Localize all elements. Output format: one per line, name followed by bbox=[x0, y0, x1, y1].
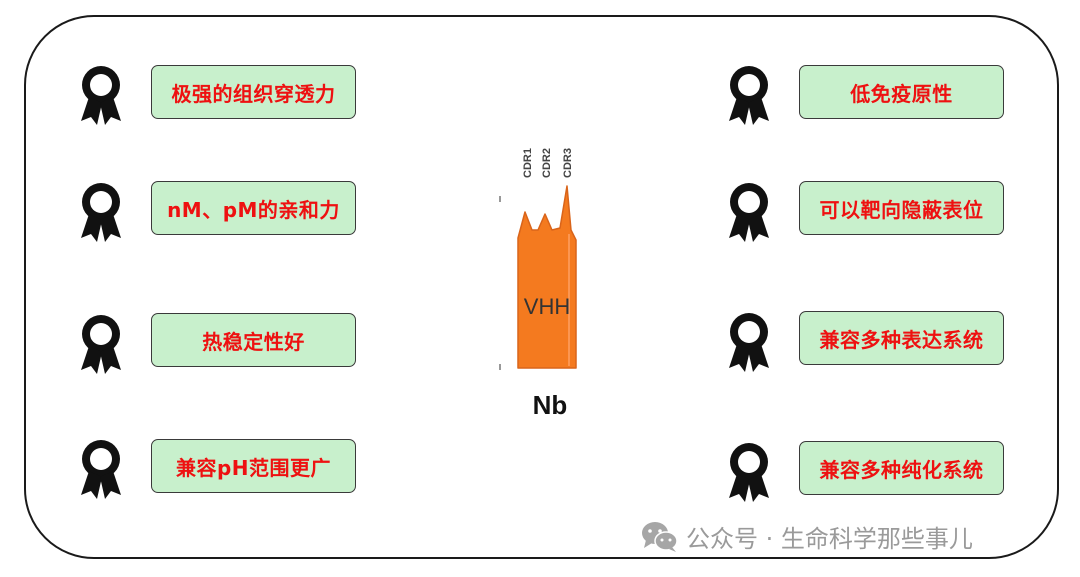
award-ribbon-icon bbox=[725, 180, 773, 244]
award-ribbon-icon bbox=[725, 63, 773, 127]
feature-left-2: nM、pM的亲和力 bbox=[151, 181, 356, 235]
wechat-icon bbox=[640, 519, 678, 553]
feature-right-2: 可以靶向隐蔽表位 bbox=[799, 181, 1004, 235]
vhh-domain-shape bbox=[517, 185, 577, 369]
feature-label: 兼容pH范围更广 bbox=[175, 455, 332, 480]
feature-label: 兼容多种表达系统 bbox=[819, 327, 984, 352]
feature-right-3: 兼容多种表达系统 bbox=[799, 311, 1004, 365]
award-ribbon-icon bbox=[725, 310, 773, 374]
award-ribbon-icon bbox=[77, 312, 125, 376]
feature-label: 热稳定性好 bbox=[202, 329, 305, 354]
feature-left-3: 热稳定性好 bbox=[151, 313, 356, 367]
watermark: 公众号 · 生命科学那些事儿 bbox=[640, 516, 973, 556]
cdr2-label: CDR2 bbox=[541, 148, 553, 178]
diagram-frame bbox=[24, 15, 1059, 559]
feature-right-1: 低免疫原性 bbox=[799, 65, 1004, 119]
feature-label: 极强的组织穿透力 bbox=[171, 81, 336, 106]
award-ribbon-icon bbox=[77, 437, 125, 501]
watermark-text: 公众号 · 生命科学那些事儿 bbox=[686, 524, 973, 553]
feature-label: 可以靶向隐蔽表位 bbox=[819, 197, 984, 222]
feature-label: nM、pM的亲和力 bbox=[167, 197, 340, 222]
feature-left-1: 极强的组织穿透力 bbox=[151, 65, 356, 119]
feature-label: 兼容多种纯化系统 bbox=[819, 457, 984, 482]
award-ribbon-icon bbox=[725, 440, 773, 504]
feature-label: 低免疫原性 bbox=[850, 81, 953, 106]
award-ribbon-icon bbox=[77, 180, 125, 244]
feature-right-4: 兼容多种纯化系统 bbox=[799, 441, 1004, 495]
cdr1-label: CDR1 bbox=[522, 148, 534, 178]
cdr3-label: CDR3 bbox=[562, 148, 574, 178]
nb-caption: Nb bbox=[533, 390, 568, 420]
award-ribbon-icon bbox=[77, 63, 125, 127]
feature-left-4: 兼容pH范围更广 bbox=[151, 439, 356, 493]
nanobody-figure: CDR1 CDR2 CDR3 VHH Nb bbox=[480, 130, 620, 430]
vhh-label: VHH bbox=[524, 294, 570, 319]
